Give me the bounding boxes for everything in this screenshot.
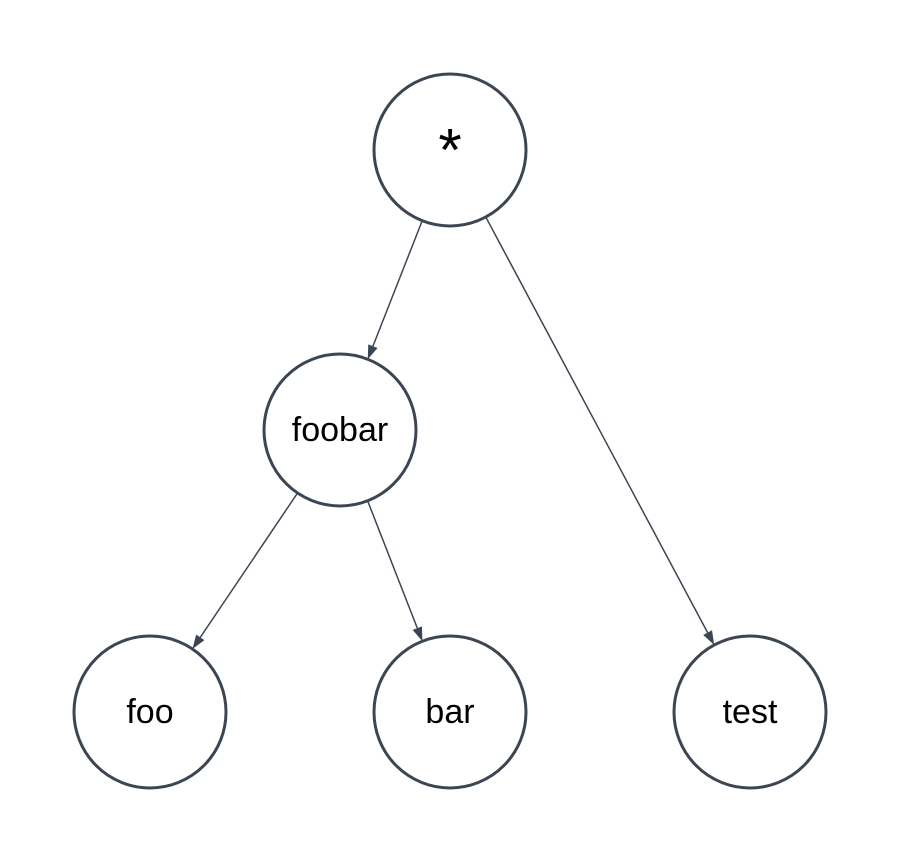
node-circle-bar bbox=[372, 634, 528, 790]
tree-node-test: test bbox=[672, 634, 828, 790]
node-label-test: test bbox=[723, 693, 778, 731]
tree-node-foobar: foobar bbox=[262, 352, 418, 508]
node-label-root: * bbox=[438, 117, 461, 184]
node-label-bar: bar bbox=[425, 693, 474, 731]
arrowhead-foobar-foo bbox=[192, 634, 205, 649]
tree-node-foo: foo bbox=[72, 634, 228, 790]
tree-node-root: * bbox=[372, 72, 528, 228]
node-label-foo: foo bbox=[126, 693, 173, 731]
arrowhead-foobar-bar bbox=[412, 626, 423, 642]
node-circle-test bbox=[672, 634, 828, 790]
arrowhead-root-test bbox=[703, 630, 715, 645]
node-circle-foobar bbox=[262, 352, 418, 508]
arrowhead-root-foobar bbox=[367, 344, 378, 360]
node-circle-root bbox=[372, 72, 528, 228]
edge-root-foobar bbox=[372, 220, 423, 347]
tree-node-bar: bar bbox=[372, 634, 528, 790]
edge-foobar-foo bbox=[199, 492, 299, 638]
edge-foobar-bar bbox=[366, 500, 418, 629]
node-label-foobar: foobar bbox=[292, 411, 388, 449]
edge-root-test bbox=[485, 216, 709, 633]
node-circle-foo bbox=[72, 634, 228, 790]
